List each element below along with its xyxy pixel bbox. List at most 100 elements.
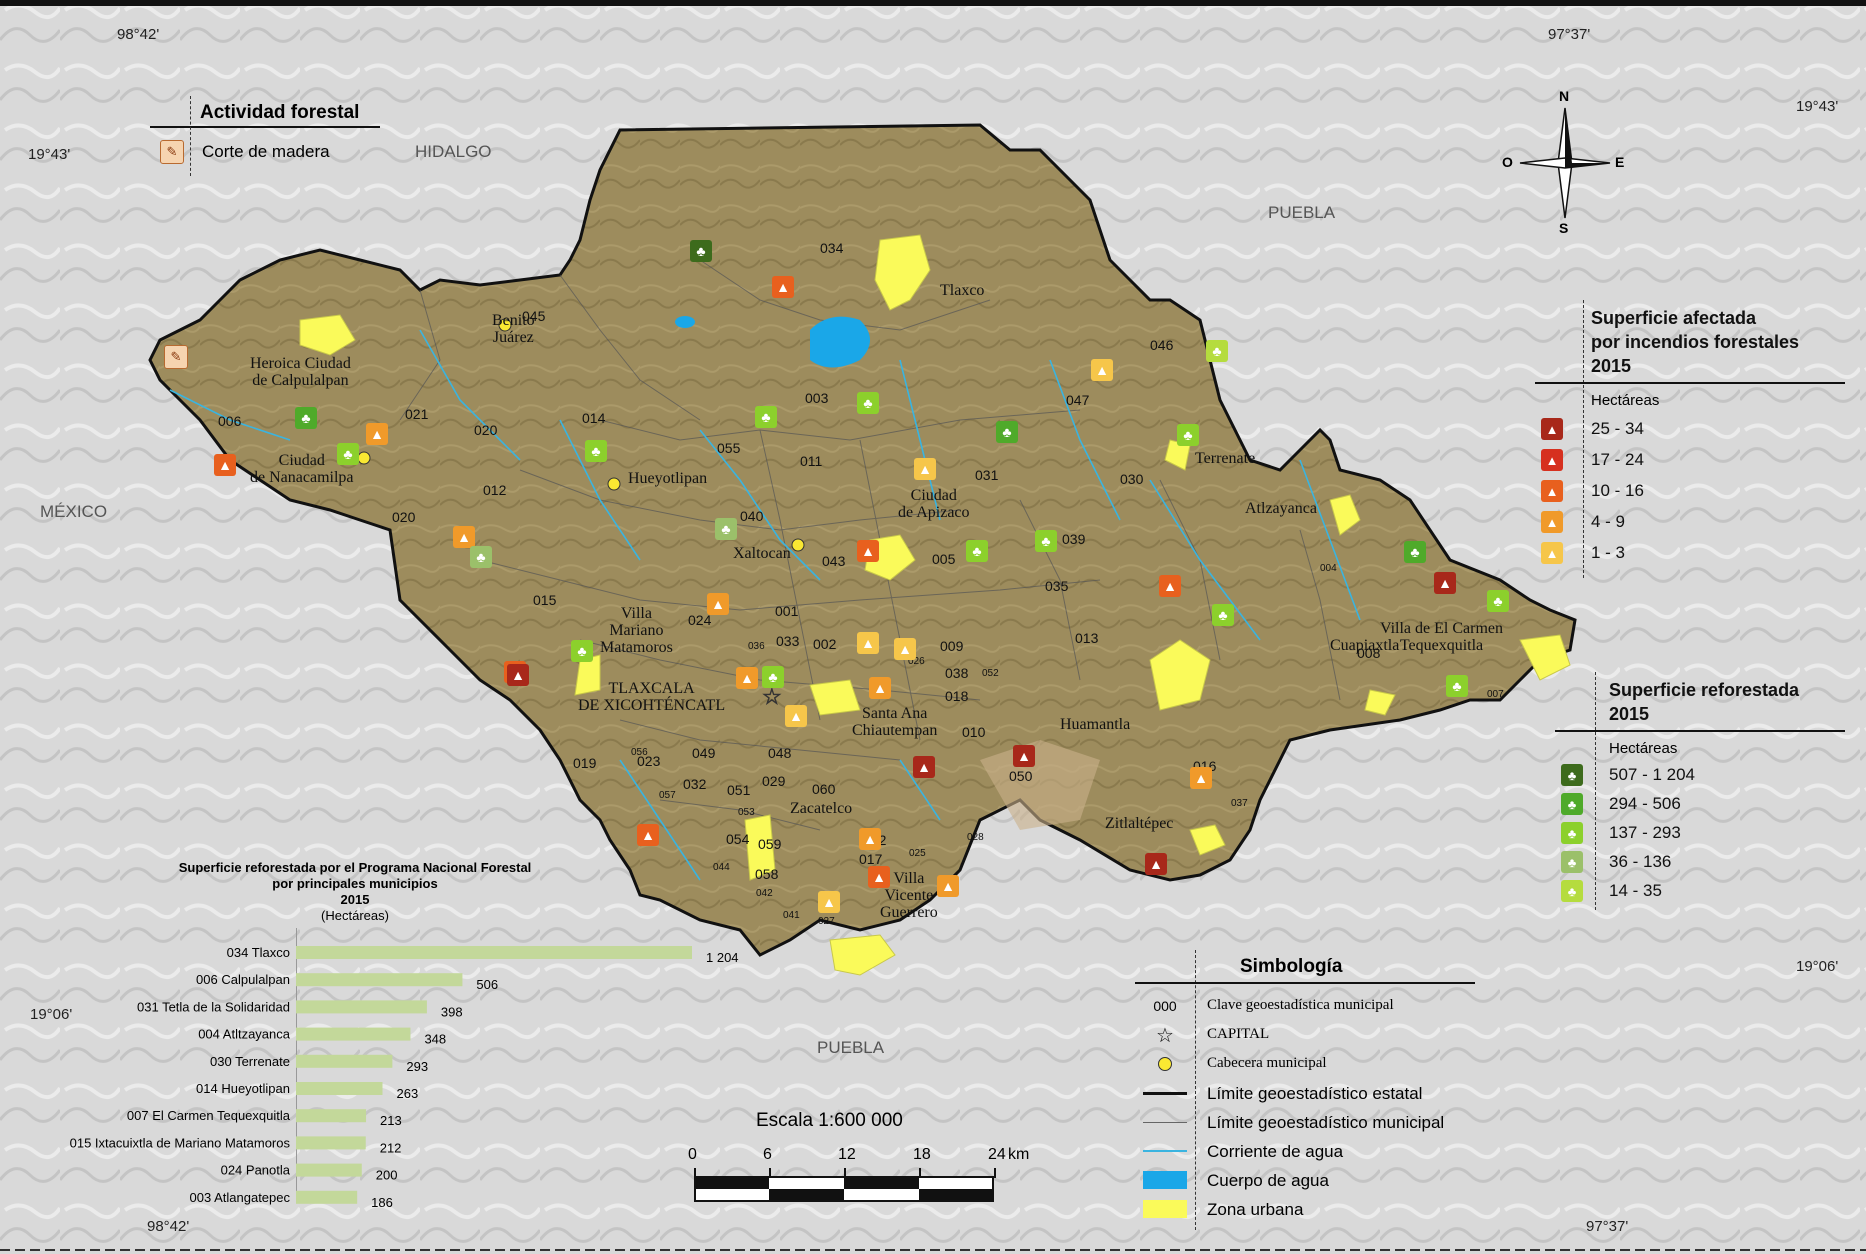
fire-icon: ▲ [1145,853,1167,875]
bar-value-label: 398 [441,1004,463,1019]
municipal-code: 031 [975,467,999,483]
scale-tick: 24 [988,1146,1006,1163]
wood-cutting-icon: ✎ [164,345,188,369]
bar-value-label: 212 [380,1140,402,1155]
legend-incendios-title-3: 2015 [1591,356,1632,376]
legend-reforestada-label: 137 - 293 [1609,823,1681,842]
bar [296,1027,411,1041]
municipal-code: 008 [1357,645,1381,661]
municipal-code: 029 [762,773,786,789]
municipal-code: 058 [755,866,779,882]
simbologia-label: Zona urbana [1207,1200,1304,1219]
municipal-code: 051 [727,782,751,798]
tree-icon: ♣ [1561,764,1583,786]
legend-incendio-row: ▲1 - 3 [1541,542,1625,564]
legend-actividad-title: Actividad forestal [200,102,360,123]
municipal-boundaries [399,259,1341,831]
label-hidalgo: HIDALGO [415,142,492,161]
legend-incendios: Superficie afectada por incendios forest… [1535,300,1845,580]
municipal-code: 020 [392,509,416,525]
capital-star-icon: ☆ [1156,1024,1174,1047]
fire-icon: ▲ [366,423,388,445]
scale-tick: 12 [838,1146,856,1163]
legend-reforestada-title-2: 2015 [1609,704,1650,724]
legend-incendio-label: 10 - 16 [1591,481,1644,500]
label-puebla-s: PUEBLA [817,1038,885,1057]
municipal-code: 033 [776,633,800,649]
municipal-code: 060 [812,781,836,797]
bar [296,1082,383,1095]
municipal-code: 005 [932,551,956,567]
scale-tick: 0 [688,1146,697,1163]
fire-icon: ▲ [214,454,236,476]
bar-value-label: 1 204 [706,950,739,965]
bar-category-label: 024 Panotla [221,1163,291,1178]
municipal-code: 045 [522,308,546,324]
fire-icon: ▲ [1541,511,1563,533]
legend-incendio-label: 17 - 24 [1591,450,1644,469]
tree-icon: ♣ [1212,604,1234,626]
compass-n: N [1559,88,1570,104]
tree-icon: ♣ [1404,541,1426,563]
legend-incendio-row: ▲4 - 9 [1541,511,1625,533]
coord-bottom-right: 97°37' [1586,1218,1629,1235]
tree-icon: ♣ [1561,822,1583,844]
legend-reforestada-row: ♣36 - 136 [1561,851,1671,873]
urban-zones [299,234,1571,976]
tree-icon: ♣ [337,443,359,465]
bar [296,1163,362,1177]
municipal-code: 036 [748,641,765,652]
legend-incendios-title-1: Superficie afectada [1591,308,1757,328]
legend-incendio-row: ▲10 - 16 [1541,480,1644,502]
place-label: Cuapiaxtla [1330,637,1400,654]
coord-bottom-left: 98°42' [147,1218,190,1235]
fire-icon: ▲ [818,891,840,913]
fire-icon: ▲ [913,756,935,778]
legend-reforestada-row: ♣ 137 - 293 [1561,822,1681,844]
municipal-code: 040 [740,508,764,524]
water-symbol [1143,1170,1187,1190]
malinche-volcano [980,740,1100,830]
fire-icon: ▲ [1013,745,1035,767]
bar [296,1136,366,1150]
river-symbol [1143,1141,1187,1161]
tree-icon: ♣ [1561,793,1583,815]
municipal-code: 018 [945,688,969,704]
municipal-code: 017 [859,851,883,867]
fire-icon: ▲ [707,593,729,615]
municipal-code: 020 [474,422,498,438]
bar-category-label: 014 Hueyotlipan [196,1081,290,1096]
municipal-code: 009 [940,638,964,654]
cabecera-dots [357,318,805,552]
municipal-code: 050 [1009,768,1033,784]
bar [296,1000,427,1014]
water-body-atlangatepec [810,316,870,368]
scale-unit: km [1008,1146,1030,1163]
legend-reforestada-row: ♣294 - 506 [1561,793,1681,815]
fire-icon: ▲ [869,677,891,699]
coord-top-left: 98°42' [117,26,160,43]
fire-icon: ▲ [894,638,916,660]
municipal-code: 030 [1120,471,1144,487]
bar-category-label: 007 El Carmen Tequexquitla [127,1108,291,1123]
municipal-code: 056 [631,747,648,758]
simbologia-label: CAPITAL [1207,1026,1270,1042]
municipal-code: 019 [573,755,597,771]
chart-subtitle: (Hectáreas) [321,908,389,923]
municipal-code: 034 [820,240,844,256]
legend-reforestada-row: ♣14 - 35 [1561,880,1662,902]
fire-icon: ▲ [937,875,959,897]
place-label: Heroica Ciudad de Calpulalpan [250,355,351,389]
water-body-small [675,316,695,328]
fire-icon: ▲ [1541,449,1563,471]
municipal-code: 032 [683,776,707,792]
fire-icon: ▲ [868,866,890,888]
code-symbol: 000 [1153,998,1177,1014]
place-label: Villa Mariano Matamoros [600,605,673,656]
tree-icon: ♣ [1446,675,1468,697]
fire-icon: ▲ [1190,767,1212,789]
municipal-code: 014 [582,410,606,426]
bar-category-label: 031 Tetla de la Solidaridad [137,999,290,1014]
